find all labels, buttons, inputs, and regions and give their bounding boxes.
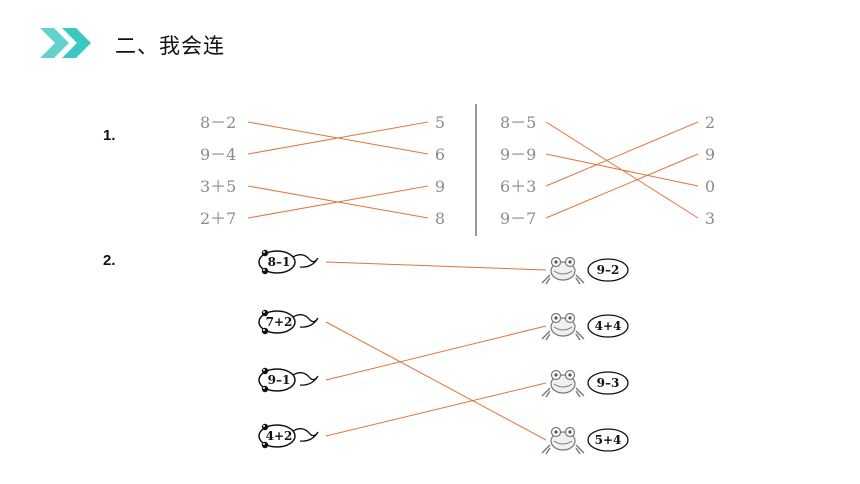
q2-connecting-line	[325, 325, 547, 381]
q1-group2-expression: 9－7	[500, 209, 536, 228]
frog-icon	[541, 369, 585, 398]
frog-expression: 9–3	[597, 376, 620, 390]
q1-group2-answer: 2	[705, 113, 715, 132]
q1-group1-answer: 9	[435, 177, 445, 196]
frog-expression: 4+4	[595, 319, 622, 333]
frog-icon	[541, 312, 585, 341]
frog-icon	[541, 426, 585, 455]
tadpole-expression: 8–1	[268, 255, 291, 269]
q1-group2-answer: 9	[705, 145, 715, 164]
q1-group2-expression: 6＋3	[500, 177, 536, 196]
tadpole-icon	[258, 423, 319, 449]
tadpole-icon	[258, 367, 319, 393]
tadpole-expression: 4+2	[266, 429, 293, 443]
q1-group1-answer: 8	[435, 209, 445, 228]
question-2-number: 2.	[103, 252, 116, 269]
q1-group1-expression: 2＋7	[200, 209, 236, 228]
tadpole-icon	[258, 309, 319, 335]
section-title: 二、我会连	[115, 34, 225, 58]
q2-connecting-line	[325, 261, 547, 271]
question-2-matching: 8–1 7+2 9–1 4+2 9–2 4+4 9–3 5+4	[258, 249, 629, 455]
question-1-matching: 8－2 9－4 3＋5 2＋7 5 6 9 8 8－5 9－9 6＋3 9－7 2 9 0 3	[200, 104, 715, 236]
frog-answer-oval	[587, 258, 629, 282]
q1-group1-answer: 6	[435, 145, 445, 164]
frog-expression: 5+4	[595, 433, 622, 447]
q1-group2-answer: 0	[705, 177, 715, 196]
tadpole-icon	[258, 249, 319, 275]
double-chevron-icon	[40, 28, 91, 58]
q1-group2-expression: 9－9	[500, 145, 536, 164]
tadpole-expression: 7+2	[266, 315, 293, 329]
question-1-number: 1.	[103, 127, 116, 144]
q1-group2-expression: 8－5	[500, 113, 536, 132]
q1-group1-expression: 8－2	[200, 113, 236, 132]
q1-connecting-line	[545, 121, 699, 187]
q1-connecting-line	[545, 153, 699, 219]
q1-group1-expression: 9－4	[200, 145, 236, 164]
q2-connecting-line	[325, 382, 547, 437]
frog-icon	[541, 256, 585, 285]
frog-answer-oval	[587, 428, 629, 452]
q1-connecting-line	[247, 121, 429, 155]
q1-group1-expression: 3＋5	[200, 177, 236, 196]
q2-connecting-line	[325, 321, 547, 441]
q1-group1-answer: 5	[435, 113, 445, 132]
frog-expression: 9–2	[597, 263, 620, 277]
tadpole-expression: 9–1	[268, 373, 291, 387]
q1-group2-answer: 3	[705, 209, 715, 228]
q1-connecting-line	[247, 185, 429, 219]
frog-answer-oval	[587, 371, 629, 395]
q1-connecting-line	[545, 153, 699, 187]
frog-answer-oval	[587, 314, 629, 338]
